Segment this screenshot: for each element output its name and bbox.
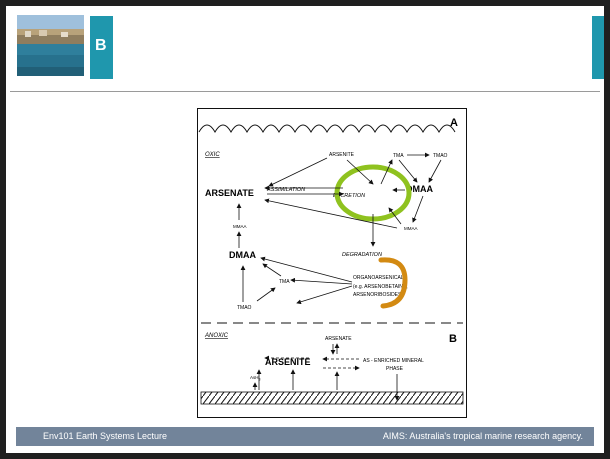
water-surface xyxy=(198,124,456,134)
footer-course: Env101 Earth Systems Lecture xyxy=(43,431,168,441)
mineral-phase-line2: PHASE xyxy=(386,366,404,372)
header-divider xyxy=(10,91,600,92)
coastal-photo xyxy=(17,15,84,76)
tma-top: TMA xyxy=(393,153,404,159)
right-accent-tab xyxy=(592,16,604,79)
arsenate-bottom: ARSENATE xyxy=(325,336,352,342)
dmaa-left: DMAA xyxy=(229,250,256,260)
arsenite-top: ARSENITE xyxy=(329,152,355,158)
organoarsenicals-line3: ARSENORIBOSIDES) xyxy=(353,292,403,298)
organoarsenicals-line1: ORGANOARSENICALS xyxy=(353,275,408,281)
tma-left: TMA xyxy=(279,279,290,285)
footer-agency: AIMS: Australia's tropical marine resear… xyxy=(382,431,583,441)
assimilation-label: ASSIMILATION xyxy=(266,187,305,193)
sediment-layer xyxy=(200,391,464,405)
arsine-label: AsH3 xyxy=(250,375,261,382)
degradation-label: DEGRADATION xyxy=(342,252,382,258)
panel-b-label: B xyxy=(449,333,457,345)
footer-bar: Env101 Earth Systems Lecture AIMS: Austr… xyxy=(16,427,594,446)
organoarsenicals-line2: (e.g. ARSENOBETAINE, xyxy=(353,284,408,290)
anoxic-label: ANOXIC xyxy=(204,333,229,339)
tmao-top: TMAO xyxy=(433,153,448,159)
slide-title: B xyxy=(95,37,107,54)
mmaa-left: MMAA xyxy=(233,224,247,229)
diagram-frame xyxy=(197,108,467,418)
mineral-phase-line1: AS - ENRICHED MINERAL xyxy=(363,358,424,364)
arsenate-top: ARSENATE xyxy=(205,188,254,198)
dmaa-right: DMAA xyxy=(406,184,433,194)
oxic-label: OXIC xyxy=(205,152,220,158)
tmao-left: TMAO xyxy=(237,305,252,311)
panel-a-label: A xyxy=(450,117,458,129)
title-tab: B xyxy=(90,16,113,79)
slide: B A OXIC ARSENATE ARSENITE ASSIMILATION xyxy=(6,6,604,453)
arsenite-bottom: ARSENITE xyxy=(265,357,311,367)
mmaa-right: MMAA xyxy=(404,226,418,231)
arsenic-cycle-diagram: A OXIC ARSENATE ARSENITE ASSIMILATION EX… xyxy=(197,108,467,418)
excretion-label: EXCRETION xyxy=(333,193,365,199)
organoarsenicals-highlight xyxy=(378,257,408,309)
